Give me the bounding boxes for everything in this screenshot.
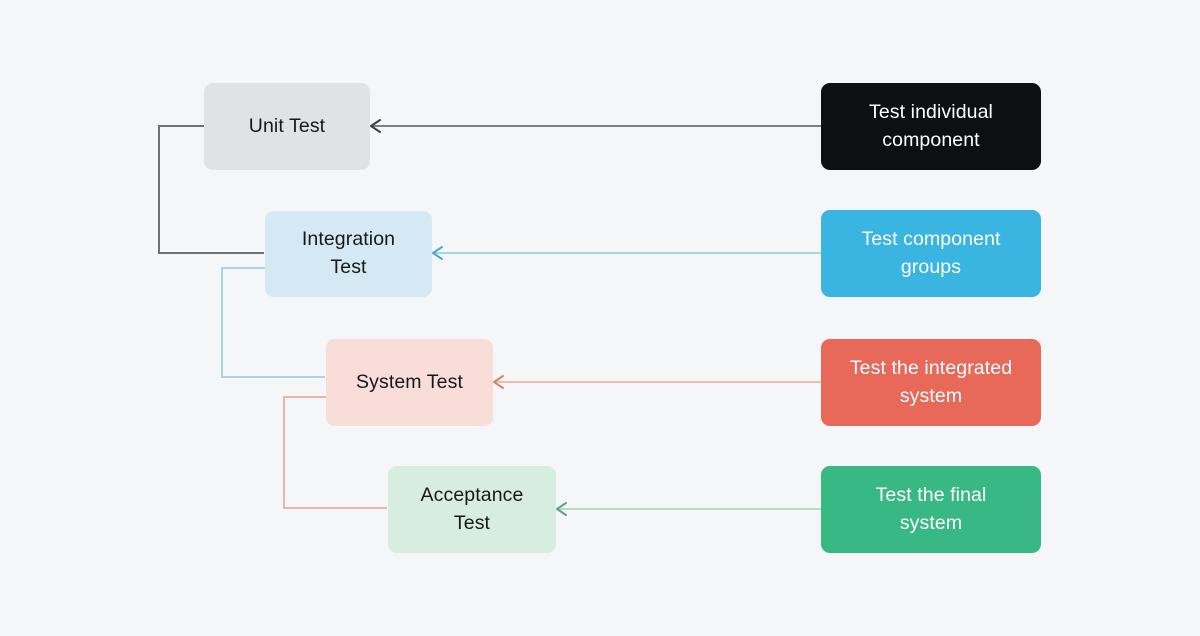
arrowhead-unit-test (370, 119, 381, 133)
node-unit-test: Unit Test (204, 83, 370, 170)
node-acceptance-test: Acceptance Test (388, 466, 556, 553)
desc-system-test: Test the integrated system (821, 339, 1041, 426)
arrowhead-integration-test (432, 246, 443, 260)
desc-acceptance-test: Test the final system (821, 466, 1041, 553)
node-system-test: System Test (326, 339, 493, 426)
desc-unit-test-label: Test individual component (869, 100, 993, 151)
node-integration-test: Integration Test (265, 211, 432, 297)
desc-system-test-label: Test the integrated system (849, 356, 1013, 407)
node-system-test-label: System Test (356, 370, 463, 393)
elbow-integration-to-system (221, 267, 325, 378)
node-acceptance-test-label: Acceptance Test (420, 483, 524, 534)
desc-integration-test-label: Test component groups (861, 227, 1001, 278)
arrowhead-acceptance-test (556, 502, 567, 516)
node-integration-test-label: Integration Test (301, 228, 396, 278)
desc-integration-test: Test component groups (821, 210, 1041, 297)
desc-acceptance-test-label: Test the final system (875, 483, 987, 534)
desc-unit-test: Test individual component (821, 83, 1041, 170)
node-unit-test-label: Unit Test (248, 114, 326, 137)
elbow-system-to-acceptance (283, 396, 387, 509)
elbow-unit-to-integration (158, 125, 264, 254)
arrowhead-system-test (493, 375, 504, 389)
